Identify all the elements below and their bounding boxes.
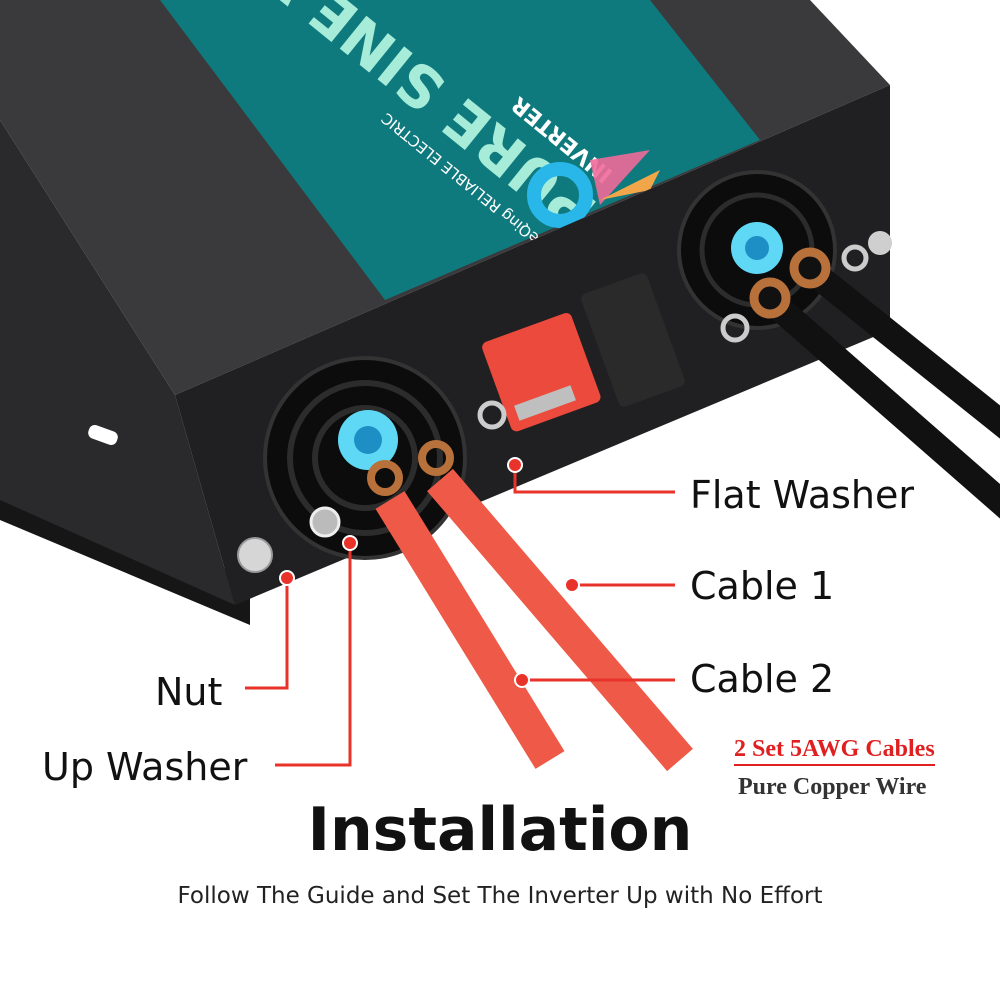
up-washer: [309, 506, 341, 538]
negative-terminal-cover: [581, 273, 685, 407]
callout-flat-washer: Flat Washer: [690, 473, 914, 517]
red-cable-2: [375, 491, 565, 769]
callout-dots: [279, 457, 580, 688]
flat-washer: [477, 400, 507, 430]
callout-cable-2: Cable 2: [690, 657, 835, 701]
brand-logo: [527, 150, 660, 228]
page-subtitle: Follow The Guide and Set The Inverter Up…: [177, 883, 823, 909]
nut: [237, 537, 273, 573]
callout-lines: [245, 465, 675, 767]
spec-cables: 2 Set 5AWG Cables: [734, 736, 935, 766]
black-cable-2: [797, 257, 1000, 439]
spec-material: Pure Copper Wire: [738, 774, 927, 800]
callout-nut: Nut: [155, 670, 223, 714]
page-title: Installation: [307, 795, 693, 865]
red-cable-1: [427, 468, 693, 772]
terminal-bolt: [514, 385, 576, 421]
black-cable-1: [757, 287, 1000, 519]
product-label: [160, 0, 760, 300]
flange-slot: [88, 424, 118, 446]
inverter-side: [0, 120, 235, 605]
callout-cable-1: Cable 1: [690, 564, 835, 608]
cooling-fan-left: [263, 356, 467, 560]
callout-up-washer: Up Washer: [42, 745, 248, 789]
